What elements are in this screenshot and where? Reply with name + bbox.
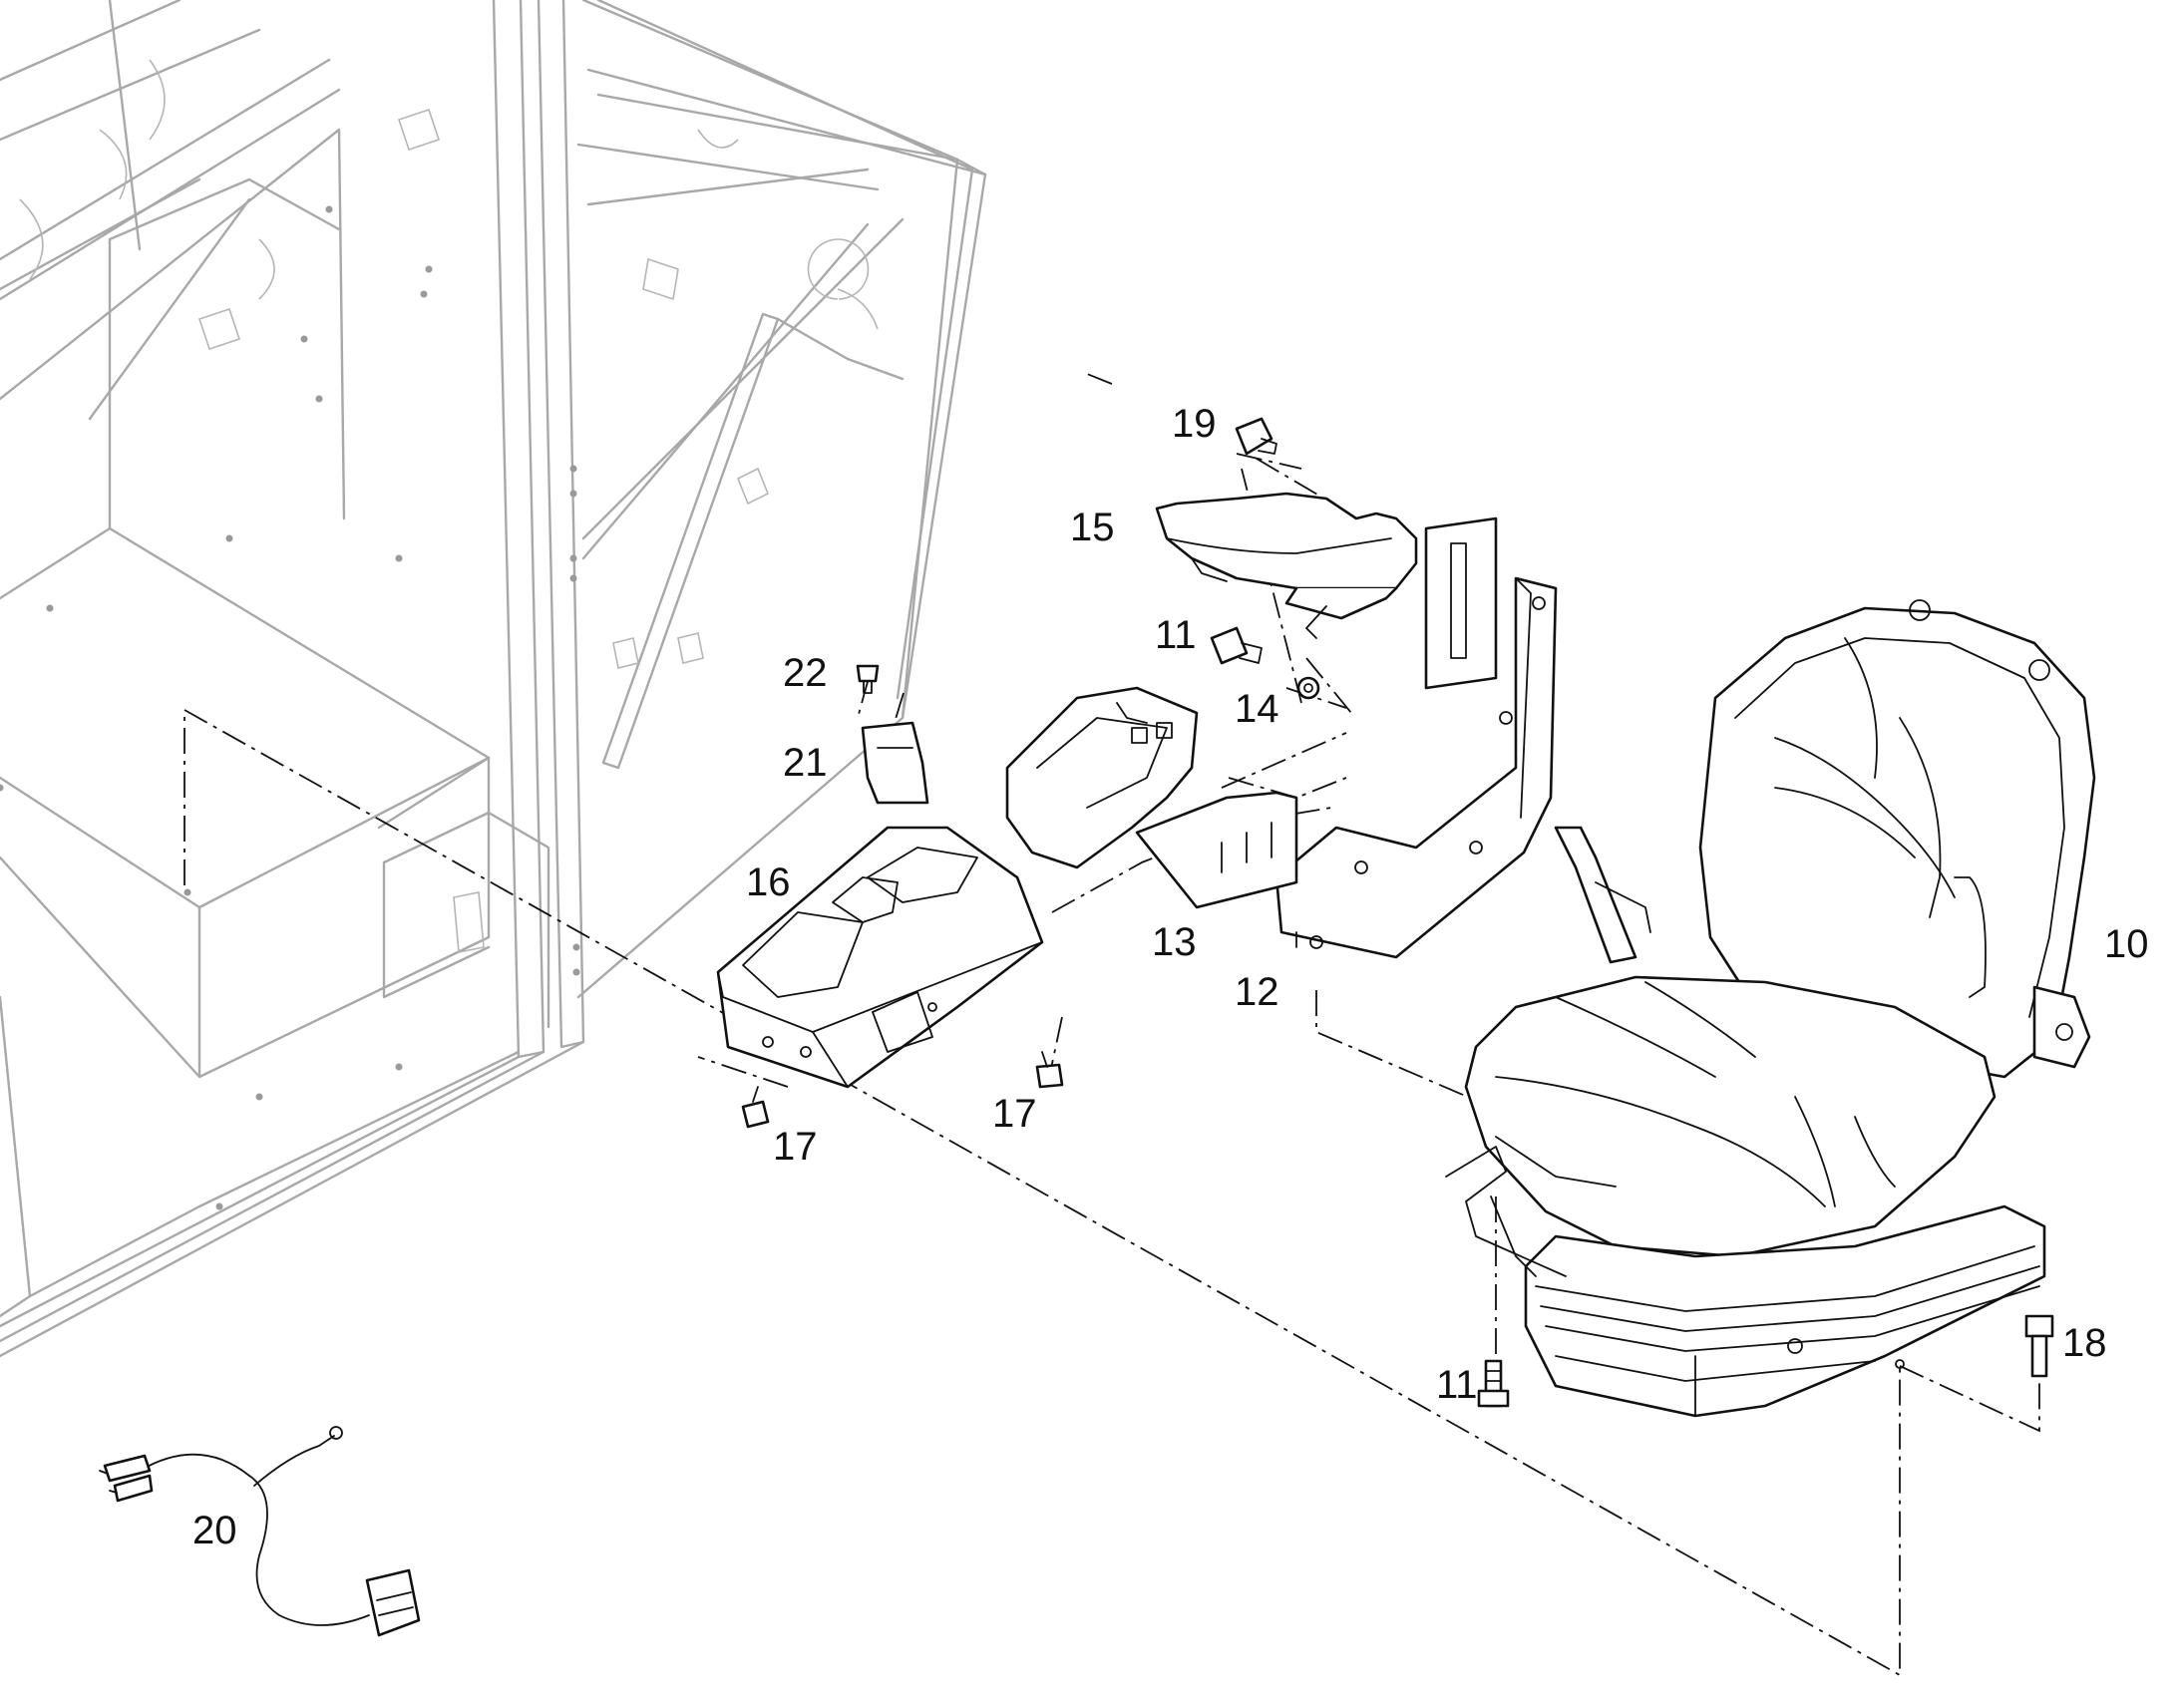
mounting-bracket-part-12 bbox=[1274, 576, 1558, 959]
callout-11-upper: 11 bbox=[1155, 613, 1197, 657]
callout-18: 18 bbox=[2062, 1321, 2107, 1365]
wiring-harness-part-20 bbox=[99, 1426, 421, 1637]
callout-13: 13 bbox=[1152, 920, 1197, 964]
callout-20: 20 bbox=[192, 1509, 237, 1552]
callout-15: 15 bbox=[1070, 506, 1115, 549]
callout-17-right: 17 bbox=[992, 1092, 1037, 1136]
clip-bracket-part-21 bbox=[861, 721, 929, 805]
callout-14: 14 bbox=[1235, 687, 1279, 731]
callout-21: 21 bbox=[783, 741, 828, 785]
cab-frame bbox=[0, 0, 987, 1358]
callout-19: 19 bbox=[1172, 402, 1217, 446]
armrest-part-15 bbox=[1155, 492, 1498, 690]
fasteners bbox=[741, 417, 2054, 1408]
callout-labels: 10 11 11 12 13 14 15 16 17 17 18 19 20 2… bbox=[192, 402, 2149, 1552]
callout-17-left: 17 bbox=[773, 1125, 818, 1169]
callout-16: 16 bbox=[746, 860, 791, 904]
callout-11-lower: 11 bbox=[1436, 1363, 1478, 1407]
callout-10: 10 bbox=[2104, 922, 2149, 966]
control-console-part-16 bbox=[716, 826, 1044, 1089]
callout-12: 12 bbox=[1235, 970, 1279, 1014]
adapter-plate-part-13 bbox=[1005, 686, 1298, 909]
operator-seat-part-10 bbox=[1445, 599, 2096, 1418]
callout-22: 22 bbox=[783, 651, 828, 695]
